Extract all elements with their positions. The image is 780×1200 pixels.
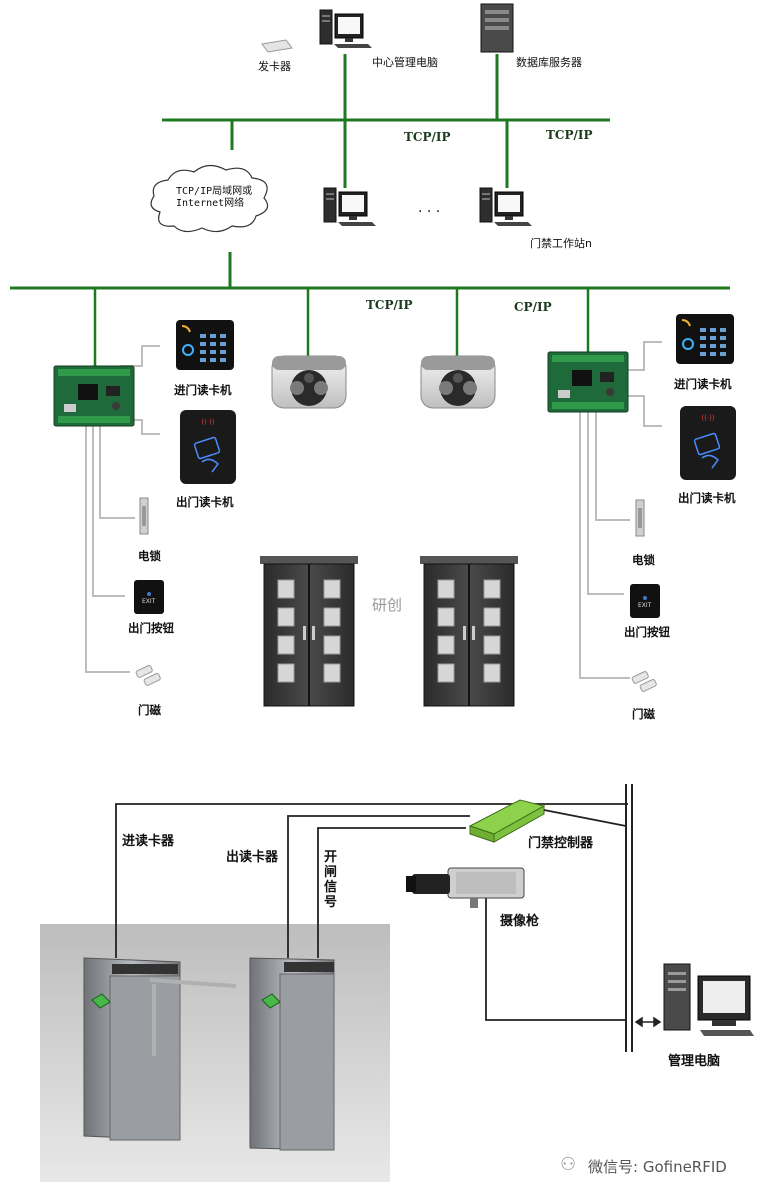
entry-reader-label: 进读卡器 <box>122 834 175 849</box>
right-entry-reader-label: 进门读卡机 <box>674 377 732 391</box>
left-exit-reader-label: 出门读卡机 <box>176 495 234 509</box>
door-left-icon <box>259 555 359 707</box>
turnstile-right <box>249 957 335 1151</box>
left-entry-reader-icon <box>175 319 235 371</box>
turnstile-wiring <box>115 803 628 1021</box>
card-issuer-device <box>261 39 293 53</box>
right-exit-reader-icon <box>679 405 737 481</box>
central-pc-icon <box>319 9 373 49</box>
tcp-label-1: TCP/IP <box>404 130 451 144</box>
network-lines-top <box>162 54 610 188</box>
right-lock-icon <box>635 499 645 537</box>
card-issuer-label: 发卡器 <box>258 60 291 73</box>
exit-reader-label: 出读卡器 <box>226 850 279 865</box>
network-lines-main <box>10 252 730 290</box>
workstation-pc-icon <box>479 187 533 227</box>
pc-link-arrows <box>634 1016 662 1028</box>
left-exit-key-text: EXIT <box>142 598 156 605</box>
workstation-label: 门禁工作站n <box>530 237 592 250</box>
right-door-sensor-label: 门磁 <box>632 707 655 721</box>
cloud-icon <box>150 164 269 233</box>
left-door-sensor-icon <box>134 664 162 687</box>
right-entry-reader-icon <box>675 313 735 365</box>
mgmt-pc-label: 管理电脑 <box>668 1054 721 1069</box>
tcp-label-3: TCP/IP <box>366 298 413 312</box>
right-door-sensor-icon <box>630 670 658 693</box>
watermark-text: 微信号: GofineRFID <box>588 1158 727 1176</box>
right-exit-button-label: 出门按钮 <box>624 625 670 639</box>
camera-label: 摄像枪 <box>500 914 540 929</box>
ellipsis-dots: · · · <box>418 204 441 220</box>
turnstile-left <box>83 957 237 1141</box>
central-pc-label: 中心管理电脑 <box>372 56 438 69</box>
left-exit-reader-icon <box>179 409 237 485</box>
cloud-label: TCP/IP局域网或Internet网络 <box>176 186 253 209</box>
left-lock-icon <box>139 497 149 535</box>
right-exit-button-icon <box>630 584 660 618</box>
wechat-icon: ⚇ <box>560 1154 577 1175</box>
open-signal-label: 开闸信号 <box>324 850 338 910</box>
camera-left-icon <box>271 355 347 409</box>
access-controller-icon <box>468 799 627 843</box>
left-exit-button-label: 出门按钮 <box>128 621 174 635</box>
box-camera-icon <box>406 867 525 908</box>
camera-right-icon <box>420 355 496 409</box>
left-door-sensor-label: 门磁 <box>138 703 161 717</box>
right-panel-wiring <box>579 341 662 679</box>
door-right-icon <box>419 555 519 707</box>
right-lock-label: 电锁 <box>632 553 655 567</box>
left-lock-label: 电锁 <box>138 549 161 563</box>
backbone-pole <box>625 784 633 1052</box>
network-pc-icon <box>323 187 377 227</box>
brand-label: 研创 <box>372 596 403 614</box>
db-server-label: 数据库服务器 <box>516 56 582 69</box>
mgmt-pc-icon <box>663 963 754 1036</box>
left-exit-button-icon <box>134 580 164 614</box>
controller-label: 门禁控制器 <box>528 836 594 851</box>
tcp-label-4: CP/IP <box>514 300 552 314</box>
left-controller-board <box>53 365 135 427</box>
network-drops <box>93 288 590 366</box>
db-server-icon <box>480 3 514 53</box>
tcp-label-2: TCP/IP <box>546 128 593 142</box>
right-exit-key-text: EXIT <box>638 602 652 609</box>
right-exit-reader-label: 出门读卡机 <box>678 491 736 505</box>
right-controller-board <box>547 351 629 413</box>
left-entry-reader-label: 进门读卡机 <box>174 383 232 397</box>
